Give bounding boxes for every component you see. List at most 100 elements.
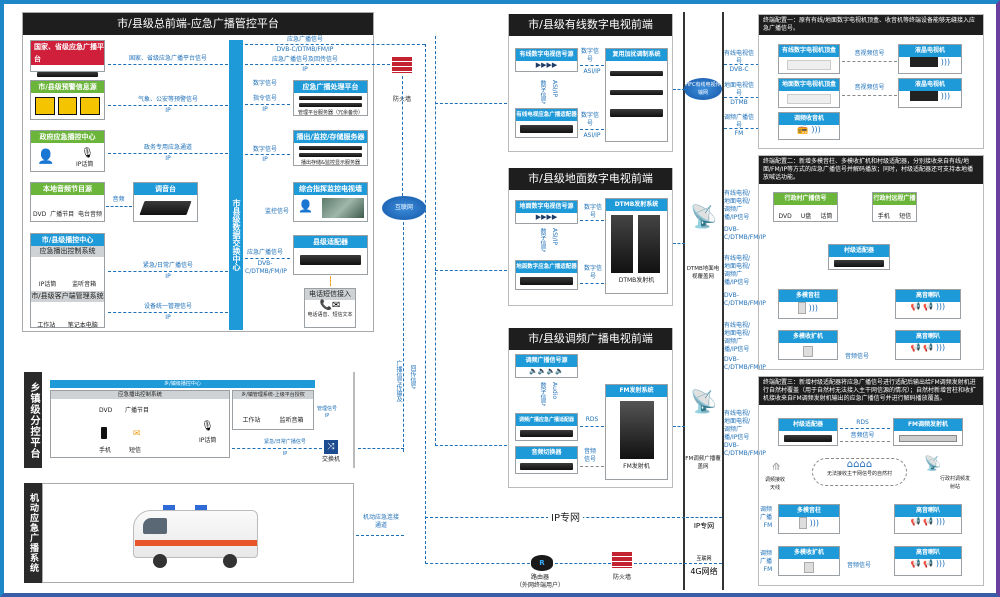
multimode-amp-box: 多模收扩机 bbox=[778, 330, 838, 360]
fm-adapter-label: 调频广播应急广播适配器 bbox=[516, 414, 577, 426]
processing-platform-box: 应急广播处理平台 管理平台服务器（冗余备份） bbox=[293, 80, 368, 116]
config2-audio-signal: 音频信号 bbox=[844, 353, 869, 360]
warning-source-label: 市/县级预警信息源 bbox=[31, 81, 104, 93]
gov-center-label: 政府应急播控中心 bbox=[31, 131, 104, 143]
tower-icon: 📡 bbox=[924, 456, 942, 472]
storage-sub: IP bbox=[262, 156, 268, 163]
network-divider-left bbox=[683, 12, 685, 590]
adapter-device-icon bbox=[834, 260, 884, 267]
amp-icon bbox=[804, 562, 814, 573]
national-platform-label: 国家、省级应急广播平台 bbox=[31, 41, 104, 65]
server-icon bbox=[610, 109, 663, 117]
village-signal-label: 行政村广播信号 bbox=[774, 193, 837, 205]
video-frames-icon: ▶▶▶▶ bbox=[535, 213, 558, 221]
mux-box: 复用加扰调制系统 bbox=[605, 48, 668, 142]
adapter-device-icon bbox=[784, 435, 832, 442]
county-adapter-box: 县级适配器 bbox=[293, 235, 368, 275]
fm-in1-sub: FM bbox=[763, 522, 773, 529]
fm-cabinet-icon bbox=[619, 401, 654, 459]
lcd-tv-box-2: 液晶电视机 ))) bbox=[898, 78, 962, 108]
amp-icon bbox=[803, 346, 813, 357]
dtmb-to-tower-link bbox=[673, 243, 685, 244]
av-signal-2: 音视频信号 bbox=[854, 84, 885, 91]
fm-in1: 调频广播 bbox=[760, 506, 773, 521]
city-center-box: 市/县级播控中心 应急播出控制系统 IP话筒 监听音箱 市/县级客户端管理系统 … bbox=[30, 233, 105, 329]
terrestrial-vert2: ASI/IP bbox=[551, 228, 558, 246]
village-adapter-box: 村级适配器 bbox=[828, 244, 890, 270]
city-mgmt-signal: 设备统一管理信号 bbox=[143, 303, 192, 310]
top-link1 bbox=[245, 44, 425, 45]
stb-icon bbox=[787, 60, 831, 70]
router-icon: R bbox=[531, 555, 553, 571]
firewall-internet-link bbox=[402, 76, 403, 196]
switch-label: 交换机 bbox=[321, 456, 340, 463]
usb-label: U盘 bbox=[800, 213, 812, 220]
township-signal-sub: IP bbox=[282, 451, 288, 457]
city-broadcast-sub: IP bbox=[165, 273, 171, 280]
warning-source-box: 市/县级预警信息源 bbox=[30, 80, 105, 120]
cable-vert1: 数字信号 bbox=[539, 80, 546, 104]
cable-tv-panel: 市/县级有线数字电视前端 bbox=[508, 14, 673, 152]
config3-horn-box-1: 高音喇叭 📢 📢 ))) bbox=[894, 504, 962, 534]
lcd-tv-box-1: 液晶电视机 ))) bbox=[898, 44, 962, 74]
mixer-icon bbox=[139, 201, 192, 215]
village-remote-label: 行政村远程广播 bbox=[873, 193, 916, 205]
dvd-label: DVD bbox=[778, 213, 792, 220]
adapter-device-icon bbox=[520, 277, 573, 285]
phone-sms-caption: 电话语音、短信文本 bbox=[307, 312, 353, 318]
warning-sign-icon bbox=[35, 97, 55, 115]
station-label: 行政村调频发射站 bbox=[940, 476, 971, 490]
township-mgmt-sub: IP bbox=[324, 413, 330, 419]
gov-link bbox=[108, 153, 228, 154]
horn-icon: 📢 📢 ))) bbox=[910, 343, 946, 352]
top-signal1-sub: DVB-C/DTMB/FM/IP bbox=[276, 46, 334, 53]
lcd-tv-label-2: 液晶电视机 bbox=[899, 79, 961, 91]
internet-4g-small-label: 互联网 bbox=[696, 556, 712, 562]
fm-vert2: Audio bbox=[551, 382, 558, 400]
server-icon bbox=[610, 71, 663, 76]
terrestrial-panel: 市/县级地面数字电视前端 bbox=[508, 168, 673, 306]
platform-panel: 市/县级总前端-应急广播管控平台 bbox=[22, 12, 374, 332]
dtmb-network-label: DTMB地面电视覆盖网 bbox=[686, 266, 720, 280]
adapter-sub: DVB-C/DTMB/FM/IP bbox=[245, 260, 287, 275]
config3-adapter-box: 村级适配器 bbox=[778, 418, 838, 446]
mixer-box: 调音台 bbox=[133, 182, 198, 222]
laptop-label: 笔记本电脑 bbox=[67, 322, 98, 329]
multi-signal: 有线电视/地面电视/调频广播/IP信号 bbox=[724, 322, 751, 353]
cable-source-box: 有线数字电视信号源 ▶▶▶▶ bbox=[515, 48, 578, 72]
warning-sign-icon bbox=[80, 97, 101, 115]
audio-switcher-label: 音频切换器 bbox=[516, 447, 577, 459]
antenna-label: 调频接收天线 bbox=[764, 477, 785, 491]
config3-amp-box: 多模收扩机 bbox=[778, 546, 840, 576]
speaker-column-icon: ))) bbox=[779, 517, 839, 529]
config3-note: 终端配置三：新增村级适配器将应急广播信号进行适配后输出给FM调频发射机进行自然村… bbox=[759, 377, 983, 405]
fm-tx-icon bbox=[899, 435, 957, 442]
network-divider-right bbox=[722, 12, 724, 590]
server-icon bbox=[37, 72, 98, 77]
dtmb-label: DTMB发射系统 bbox=[606, 199, 667, 211]
township-mgmt-signal: 管理信号 bbox=[316, 406, 337, 412]
cable-to-hfc-link bbox=[673, 89, 685, 90]
config3-rds-link bbox=[840, 428, 890, 429]
monitor-signal: 监控信号 bbox=[264, 208, 289, 215]
switch-icon: ⤨ bbox=[324, 440, 338, 454]
firewall-icon bbox=[612, 552, 632, 568]
village-adapter-label: 村级适配器 bbox=[829, 245, 889, 257]
switcher-device-icon bbox=[520, 463, 573, 470]
township-workstation: 工作站 bbox=[242, 417, 261, 424]
township-speaker: 监听音箱 bbox=[279, 417, 304, 424]
township-dvd: DVD bbox=[99, 407, 113, 414]
command-signal: 指令信号 bbox=[252, 95, 277, 102]
warning-signal-sub: IP bbox=[165, 107, 171, 114]
tv-icon: ))) bbox=[899, 91, 961, 102]
fm-adapter-box: 调频广播应急广播适配器 bbox=[515, 413, 578, 441]
horn-box-2: 高音喇叭 📢 📢 ))) bbox=[895, 330, 961, 360]
sms-label: 短信 bbox=[899, 213, 912, 220]
phone-sms-box: 电话短信接入 📞✉ 电话语音、短信文本 bbox=[304, 288, 356, 328]
storage-signal: 数字信号 bbox=[252, 146, 277, 153]
router-label: 路由器 bbox=[530, 574, 549, 581]
client-mgmt-label: 市/县级客户端管理系统 bbox=[31, 291, 104, 302]
ip-mic-icon: 🎙 bbox=[201, 421, 214, 432]
config3-panel: 终端配置三：新增村级适配器将应急广播信号进行适配后输出给FM调频发射机进行自然村… bbox=[758, 376, 984, 586]
city-broadcast-link bbox=[108, 271, 228, 272]
